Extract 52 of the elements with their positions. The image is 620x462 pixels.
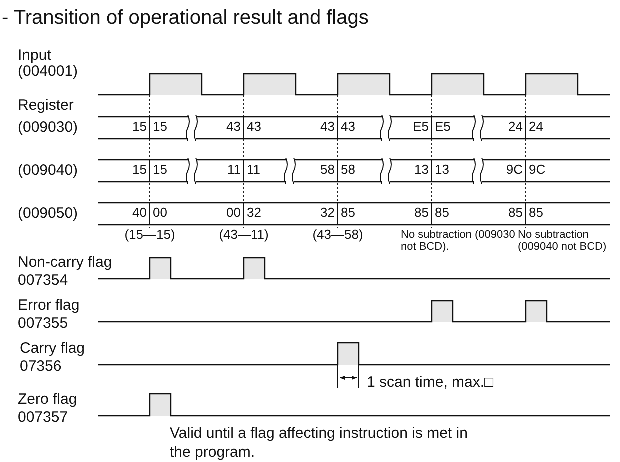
register-value: 32 [247,206,262,220]
register-value: 32 [320,206,335,220]
operation-note: (43—58) [312,228,364,242]
operation-note: (43—11) [218,228,270,242]
note-text: Valid until a flag affecting instruction is met in the program. [170,424,469,462]
register-value: 9C [506,163,523,177]
register-value: 15 [132,163,147,177]
register-value: 00 [153,206,168,220]
register-value: 43 [226,120,241,134]
signal-name: 007355 [18,316,68,332]
signal-name: (004001) [18,64,78,80]
register-value: 00 [226,206,241,220]
register-value: 9C [529,163,546,177]
signal-name: 07356 [20,359,62,375]
register-value: 11 [247,163,260,177]
register-value: 58 [320,163,335,177]
register-value: 43 [247,120,262,134]
dimension-note: 1 scan time, max.□ [367,375,494,391]
register-value: 13 [435,163,450,177]
signal-name: Zero flag [18,392,78,408]
diagram-title: - Transition of operational result and flags [2,6,369,30]
signal-name: Non-carry flag [18,255,112,271]
register-value: 43 [320,120,335,134]
register-value: 43 [341,120,356,134]
register-value: 85 [508,206,523,220]
register-value: E5 [413,120,429,134]
signal-name: (009040) [18,163,78,179]
register-value: 15 [153,120,168,134]
register-value: 40 [132,206,147,220]
operation-note: (15—15) [124,228,176,242]
register-value: 15 [153,163,168,177]
register-value: 13 [414,163,429,177]
signal-name: (009030) [18,120,78,136]
operation-note: No subtraction (009040 not BCD) [518,229,608,253]
signal-name: Input [18,48,52,64]
register-value: 85 [341,206,356,220]
signal-name: Carry flag [20,341,86,357]
operation-note: No subtraction (009030 not BCD). [401,229,516,253]
signal-name: 007354 [18,273,68,289]
register-value: 24 [529,120,544,134]
register-value: 85 [414,206,429,220]
signal-name: (009050) [18,206,78,222]
register-value: 15 [132,120,147,134]
register-value: 85 [435,206,450,220]
register-value: 11 [228,163,241,177]
signal-name: 007357 [18,410,68,426]
register-value: E5 [435,120,451,134]
signal-name: Register [18,98,74,114]
signal-name: Error flag [18,298,80,314]
register-value: 24 [508,120,523,134]
register-value: 58 [341,163,356,177]
register-value: 85 [529,206,544,220]
